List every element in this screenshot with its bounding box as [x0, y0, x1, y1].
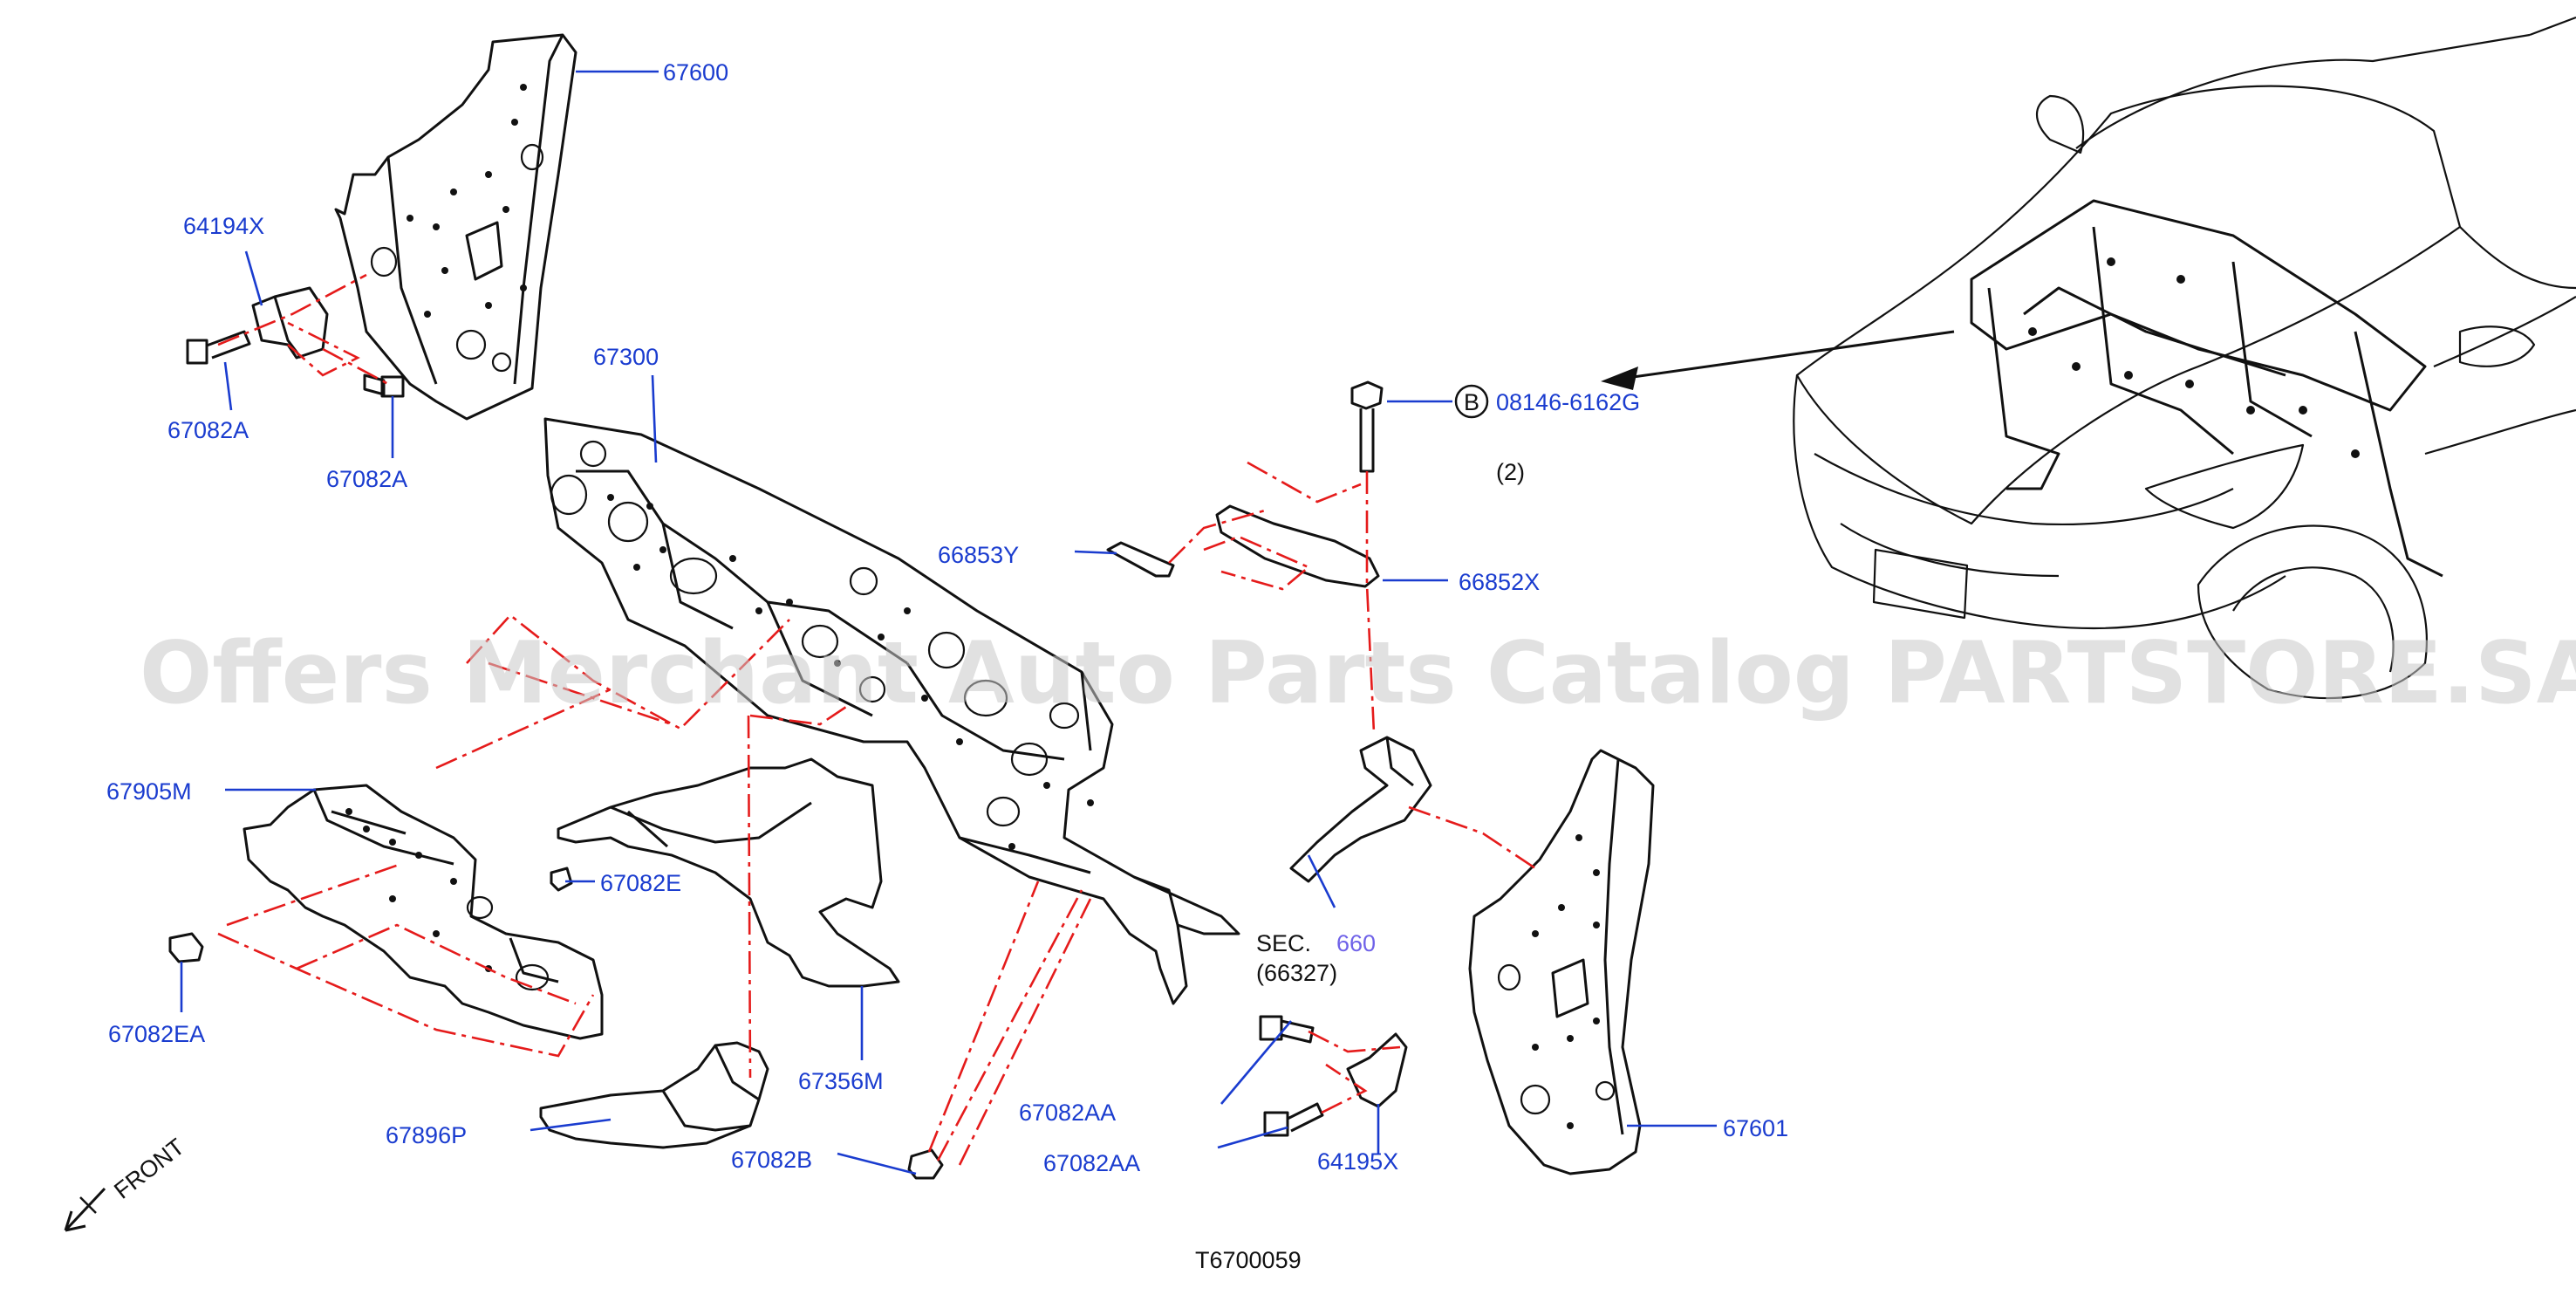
callout-b-circle	[1454, 384, 1489, 419]
label-67300: 67300	[593, 344, 659, 370]
label-67082aa-upper: 67082AA	[1019, 1100, 1116, 1126]
front-arrow-icon	[64, 1187, 106, 1232]
front-direction-indicator: FRONT	[64, 1134, 189, 1232]
clip-67082ea	[168, 932, 204, 963]
label-67082a-left: 67082A	[167, 417, 249, 443]
bolt-67082a-left	[186, 330, 251, 365]
diagram-id: T6700059	[1195, 1247, 1302, 1273]
bolt-67082aa-upper	[1259, 1015, 1315, 1044]
label-sec-number: 660	[1336, 930, 1376, 956]
label-67082a-right: 67082A	[326, 466, 407, 492]
label-67601: 67601	[1723, 1115, 1788, 1141]
insulator-67356m	[557, 757, 900, 988]
bracket-66852x	[1215, 504, 1380, 588]
label-08146-6162g: 08146-6162G	[1496, 389, 1640, 415]
seal-66853y	[1106, 541, 1175, 578]
label-64194x: 64194X	[183, 213, 264, 239]
bracket-sec-660	[1289, 736, 1432, 883]
assembly-dashed-lines	[217, 273, 1536, 1166]
label-67082b: 67082B	[731, 1147, 812, 1173]
label-67082e: 67082E	[600, 870, 681, 896]
label-67082aa-lower: 67082AA	[1043, 1150, 1140, 1176]
label-sec-sub: (66327)	[1256, 960, 1337, 986]
leader-lines	[180, 70, 1717, 1175]
watermark-text: Offers Merchant Auto Parts Catalog PARTS…	[140, 624, 2576, 723]
bolt-67082aa-lower	[1263, 1102, 1324, 1137]
label-sec-prefix: SEC.	[1256, 930, 1311, 956]
label-67356m: 67356M	[798, 1068, 884, 1094]
part-labels: 67600 64194X 67082A 67082A 67300 08146-6…	[106, 59, 1788, 1176]
bolt-08146	[1350, 380, 1384, 473]
insulator-67896p	[539, 1041, 769, 1149]
label-67896p: 67896P	[386, 1122, 467, 1148]
label-67082ea: 67082EA	[108, 1021, 205, 1047]
label-66853y: 66853Y	[938, 542, 1019, 568]
side-panel-67600	[334, 33, 577, 421]
bolt-67082a-right	[363, 373, 405, 398]
insulator-67905m	[243, 784, 604, 1040]
side-panel-67601	[1468, 749, 1655, 1175]
callout-b-letter: B	[1464, 389, 1479, 415]
dash-panel-67300	[543, 417, 1240, 1005]
front-label: FRONT	[109, 1134, 189, 1204]
label-66852x: 66852X	[1459, 569, 1540, 595]
label-67905m: 67905M	[106, 778, 192, 805]
label-08146-qty: (2)	[1496, 459, 1525, 485]
label-64195x: 64195X	[1317, 1148, 1398, 1175]
label-67600: 67600	[663, 59, 728, 86]
clip-67082b	[907, 1148, 944, 1180]
bracket-64195x	[1346, 1032, 1408, 1108]
clip-67082e	[550, 867, 573, 892]
vehicle-overview	[1601, 16, 2576, 700]
